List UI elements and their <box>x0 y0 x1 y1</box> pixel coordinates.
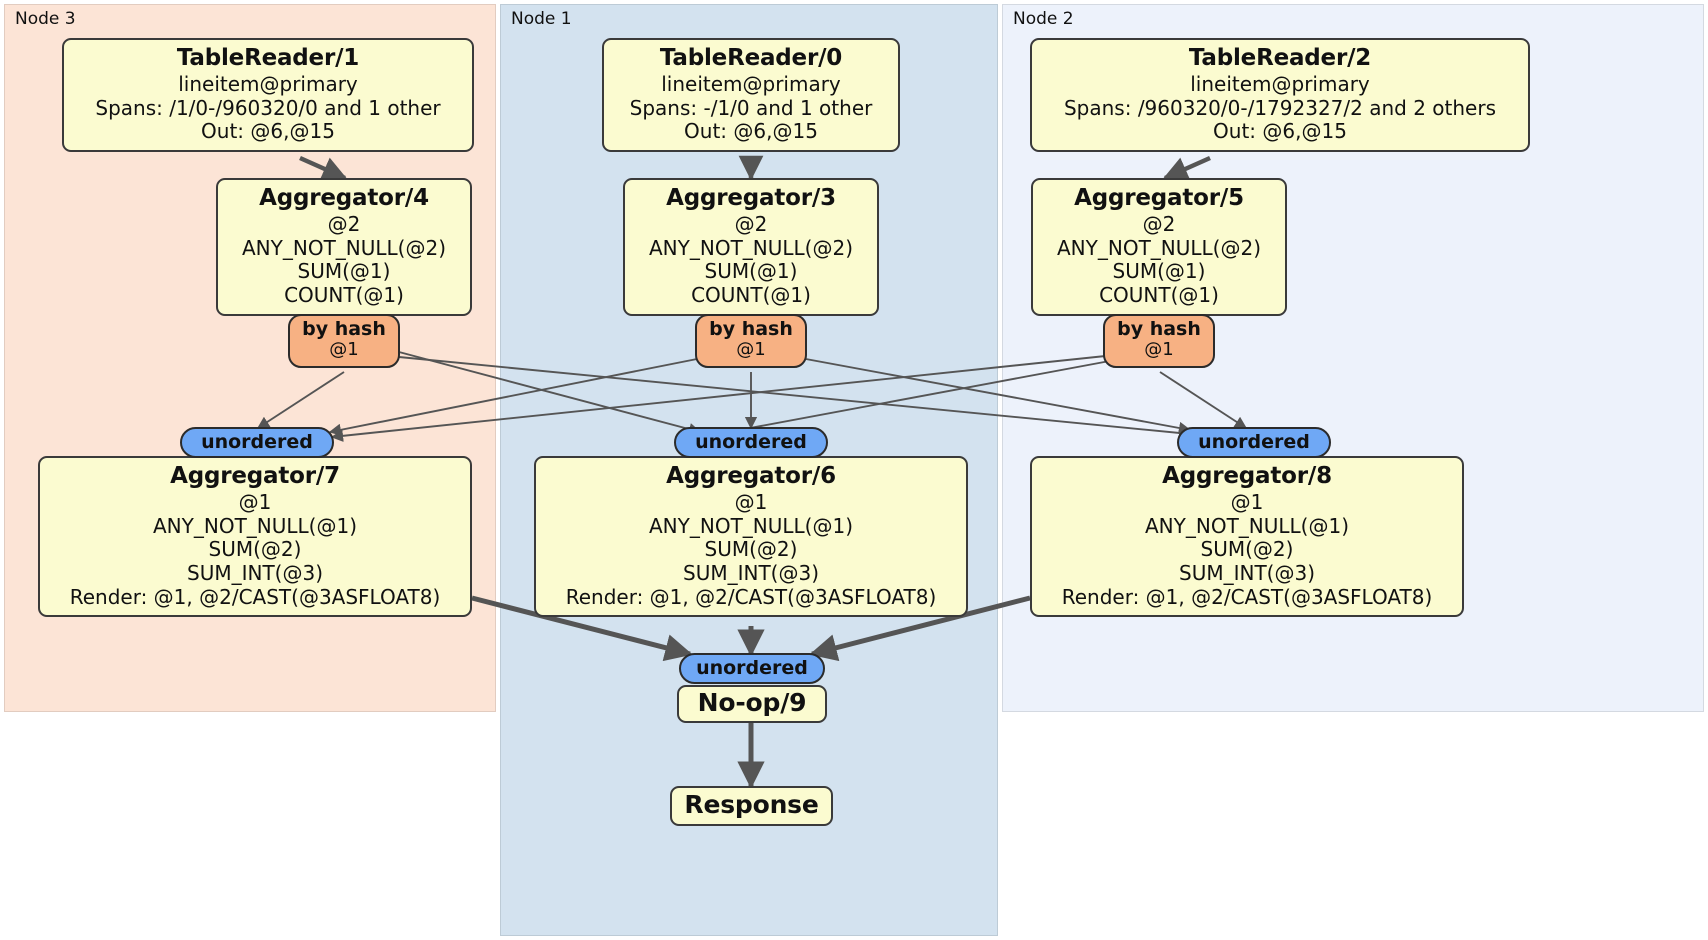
processor-detail: ANY_NOT_NULL(@1) <box>649 513 853 538</box>
processor-detail: Render: @1, @2/CAST(@3ASFLOAT8) <box>1061 584 1433 609</box>
processor-detail: Out: @6,@15 <box>684 119 818 144</box>
processor-detail: SUM(@2) <box>704 537 798 562</box>
processor-tablereader-0[interactable]: TableReader/0 lineitem@primary Spans: -/… <box>602 38 900 152</box>
processor-detail: SUM_INT(@3) <box>1179 560 1315 585</box>
stream-badge-unordered-node1[interactable]: unordered <box>674 427 828 458</box>
processor-title: TableReader/2 <box>1188 45 1372 71</box>
processor-detail: lineitem@primary <box>661 72 841 97</box>
stream-badge-unordered-final[interactable]: unordered <box>679 653 825 684</box>
processor-detail: SUM(@1) <box>1112 259 1206 284</box>
processor-detail: Render: @1, @2/CAST(@3ASFLOAT8) <box>69 584 441 609</box>
stream-badge-by-hash-node1[interactable]: by hash @1 <box>695 314 807 368</box>
processor-title: Aggregator/5 <box>1074 185 1244 211</box>
processor-detail: ANY_NOT_NULL(@2) <box>649 235 853 260</box>
processor-aggregator-5[interactable]: Aggregator/5 @2 ANY_NOT_NULL(@2) SUM(@1)… <box>1031 178 1287 316</box>
processor-detail: SUM(@1) <box>297 259 391 284</box>
badge-sublabel: @1 <box>1144 339 1174 361</box>
processor-detail: SUM_INT(@3) <box>187 560 323 585</box>
badge-sublabel: @1 <box>329 339 359 361</box>
processor-detail: @2 <box>327 212 361 237</box>
badge-label: unordered <box>201 430 313 453</box>
processor-title: Aggregator/4 <box>259 185 429 211</box>
badge-label: unordered <box>1198 430 1310 453</box>
processor-detail: Spans: /960320/0-/1792327/2 and 2 others <box>1063 95 1496 120</box>
processor-detail: SUM(@1) <box>704 259 798 284</box>
processor-detail: Out: @6,@15 <box>201 119 335 144</box>
processor-detail: SUM(@2) <box>1200 537 1294 562</box>
processor-detail: Render: @1, @2/CAST(@3ASFLOAT8) <box>565 584 937 609</box>
processor-detail: ANY_NOT_NULL(@2) <box>242 235 446 260</box>
processor-detail: SUM_INT(@3) <box>683 560 819 585</box>
badge-sublabel: @1 <box>736 339 766 361</box>
processor-title: TableReader/1 <box>176 45 360 71</box>
stream-badge-unordered-node3[interactable]: unordered <box>180 427 334 458</box>
stream-badge-unordered-node2[interactable]: unordered <box>1177 427 1331 458</box>
processor-title: Aggregator/6 <box>666 463 836 489</box>
processor-detail: COUNT(@1) <box>691 282 811 307</box>
badge-label: unordered <box>696 656 808 679</box>
processor-detail: @1 <box>238 490 272 515</box>
processor-aggregator-6[interactable]: Aggregator/6 @1 ANY_NOT_NULL(@1) SUM(@2)… <box>534 456 968 618</box>
processor-detail: COUNT(@1) <box>1099 282 1219 307</box>
processor-detail: ANY_NOT_NULL(@1) <box>1145 513 1349 538</box>
processor-detail: Spans: /1/0-/960320/0 and 1 other <box>95 95 441 120</box>
processor-detail: @1 <box>1230 490 1264 515</box>
processor-tablereader-2[interactable]: TableReader/2 lineitem@primary Spans: /9… <box>1030 38 1530 152</box>
processor-detail: COUNT(@1) <box>284 282 404 307</box>
processor-aggregator-7[interactable]: Aggregator/7 @1 ANY_NOT_NULL(@1) SUM(@2)… <box>38 456 472 618</box>
processor-detail: @2 <box>734 212 768 237</box>
badge-label: unordered <box>695 430 807 453</box>
processor-aggregator-8[interactable]: Aggregator/8 @1 ANY_NOT_NULL(@1) SUM(@2)… <box>1030 456 1464 618</box>
processor-tablereader-1[interactable]: TableReader/1 lineitem@primary Spans: /1… <box>62 38 474 152</box>
processor-title: Aggregator/3 <box>666 185 836 211</box>
processor-detail: Spans: -/1/0 and 1 other <box>629 95 873 120</box>
region-node-3-label: Node 3 <box>15 9 76 29</box>
region-node-1-label: Node 1 <box>511 9 572 29</box>
processor-detail: ANY_NOT_NULL(@1) <box>153 513 357 538</box>
processor-title: Aggregator/8 <box>1162 463 1332 489</box>
processor-aggregator-4[interactable]: Aggregator/4 @2 ANY_NOT_NULL(@2) SUM(@1)… <box>216 178 472 316</box>
stream-badge-by-hash-node3[interactable]: by hash @1 <box>288 314 400 368</box>
processor-detail: lineitem@primary <box>1190 72 1370 97</box>
processor-detail: @2 <box>1142 212 1176 237</box>
processor-aggregator-3[interactable]: Aggregator/3 @2 ANY_NOT_NULL(@2) SUM(@1)… <box>623 178 879 316</box>
processor-detail: Out: @6,@15 <box>1213 119 1347 144</box>
processor-detail: @1 <box>734 490 768 515</box>
processor-detail: lineitem@primary <box>178 72 358 97</box>
processor-detail: ANY_NOT_NULL(@2) <box>1057 235 1261 260</box>
processor-title: Aggregator/7 <box>170 463 340 489</box>
processor-title: TableReader/0 <box>659 45 843 71</box>
badge-label: by hash <box>302 318 386 340</box>
stream-badge-by-hash-node2[interactable]: by hash @1 <box>1103 314 1215 368</box>
processor-title: No-op/9 <box>697 688 807 718</box>
badge-label: by hash <box>709 318 793 340</box>
region-node-2-label: Node 2 <box>1013 9 1074 29</box>
processor-title: Response <box>684 790 819 820</box>
processor-noop-9[interactable]: No-op/9 <box>677 685 827 723</box>
processor-detail: SUM(@2) <box>208 537 302 562</box>
processor-response[interactable]: Response <box>670 786 833 826</box>
badge-label: by hash <box>1117 318 1201 340</box>
